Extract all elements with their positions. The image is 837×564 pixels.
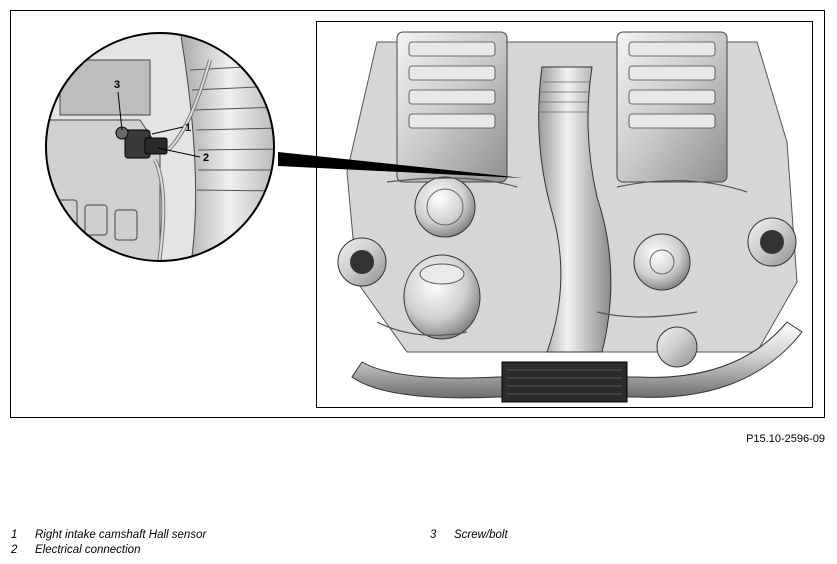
legend-text: Screw/bolt [454, 529, 508, 541]
legend-number: 1 [11, 529, 18, 541]
legend-item: 2 Electrical connection [11, 543, 206, 558]
callout-2: 2 [203, 152, 209, 164]
legend-item: 1 Right intake camshaft Hall sensor [11, 528, 206, 543]
legend-item: 3 Screw/bolt [430, 528, 508, 543]
legend-left: 1 Right intake camshaft Hall sensor 2 El… [11, 528, 206, 558]
engine-drawing [337, 31, 803, 403]
legend-text: Electrical connection [35, 544, 141, 556]
legend-number: 3 [430, 529, 437, 541]
callout-3: 3 [114, 79, 120, 91]
callout-3-leader [117, 91, 123, 131]
callout-1-leader [151, 126, 184, 135]
legend-text: Right intake camshaft Hall sensor [35, 529, 207, 541]
callout-2-leader [157, 147, 201, 158]
legend-right: 3 Screw/bolt [430, 528, 508, 543]
callout-1: 1 [185, 122, 191, 134]
detail-inset: 3 1 2 [45, 32, 275, 262]
engine-overview-illustration [316, 21, 813, 408]
figure-code: P15.10-2596-09 [746, 433, 825, 445]
legend-number: 2 [11, 544, 18, 556]
